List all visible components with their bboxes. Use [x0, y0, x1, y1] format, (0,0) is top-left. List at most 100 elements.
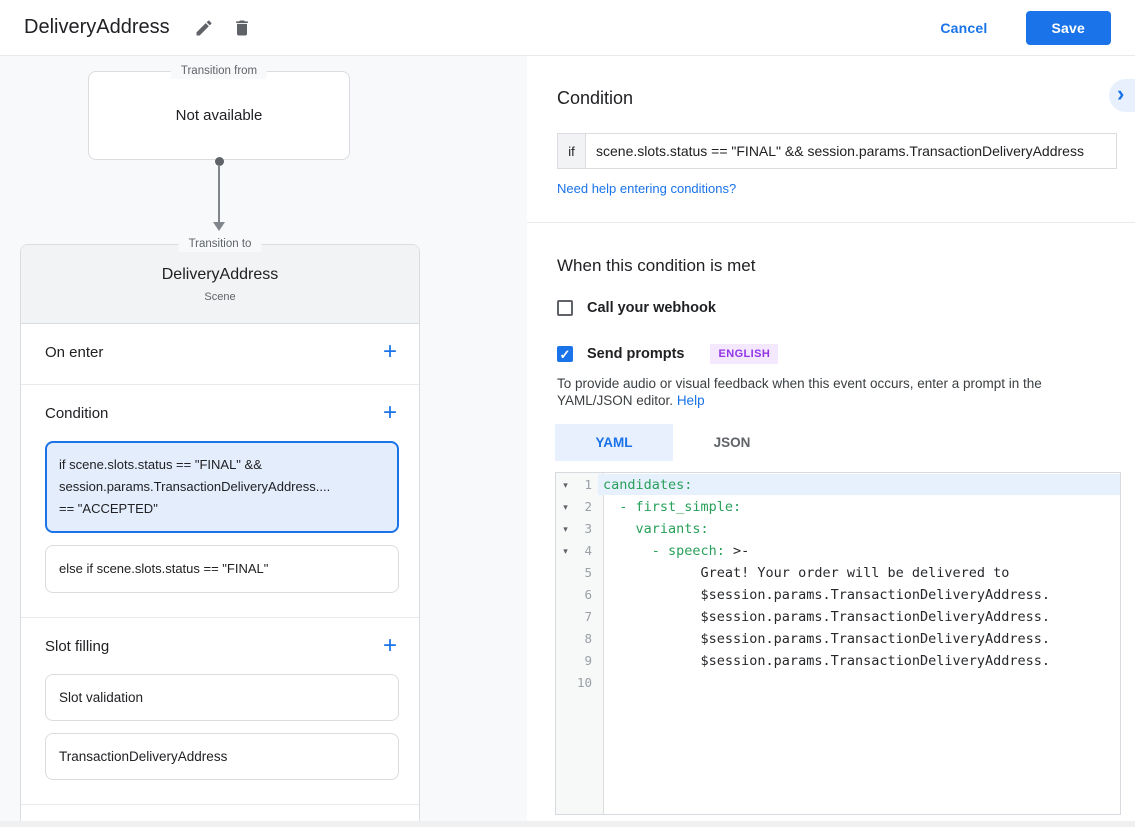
section-on-enter: On enter + — [21, 324, 419, 385]
delete-scene-button[interactable] — [232, 18, 252, 38]
cancel-button[interactable]: Cancel — [940, 19, 988, 36]
condition-expression-input[interactable] — [585, 133, 1117, 169]
line-number: 10 — [576, 675, 592, 690]
transition-from-value: Not available — [175, 107, 263, 124]
code-text: Great! Your order will be delivered to — [603, 565, 1010, 581]
slot-filling-label: Slot filling — [45, 637, 110, 655]
webhook-label: Call your webhook — [587, 300, 716, 316]
code-text: $session.params.TransactionDeliveryAddre… — [603, 587, 1051, 603]
when-condition-met-title: When this condition is met — [557, 256, 756, 275]
condition-card[interactable]: else if scene.slots.status == "FINAL" — [45, 545, 399, 593]
condition-card[interactable]: if scene.slots.status == "FINAL" &&sessi… — [45, 441, 399, 533]
transition-from-label: Transition from — [170, 64, 268, 79]
transition-from-box: Transition from Not available — [88, 64, 350, 160]
tab-json[interactable]: JSON — [713, 435, 751, 450]
call-webhook-row[interactable]: Call your webhook — [557, 300, 1135, 316]
fold-gutter-spacer — [556, 672, 575, 693]
bottom-edge-strip — [0, 821, 1135, 827]
line-number: 8 — [584, 631, 592, 646]
fold-toggle-icon[interactable]: ▾ — [563, 546, 568, 556]
editor-line[interactable]: 5 Great! Your order will be delivered to — [556, 561, 1120, 583]
line-number: 6 — [584, 587, 592, 602]
edit-scene-button[interactable] — [194, 18, 214, 38]
fold-gutter-spacer — [556, 650, 575, 671]
connector-dot — [215, 157, 224, 166]
send-prompts-checkbox[interactable]: ✓ — [557, 346, 573, 362]
fold-toggle-icon[interactable]: ▾ — [563, 524, 568, 534]
scene-type: Scene — [204, 290, 236, 303]
panel-title: Condition — [557, 88, 634, 108]
tab-yaml[interactable]: YAML — [555, 424, 673, 461]
code-text: $session.params.TransactionDeliveryAddre… — [603, 653, 1051, 669]
condition-card-text: else if scene.slots.status == "FINAL" — [59, 561, 269, 576]
expand-panel-button[interactable]: › — [1109, 79, 1135, 112]
slot-card[interactable]: Slot validation — [45, 674, 399, 721]
editor-line[interactable]: ▾ 1 candidates: — [556, 473, 1120, 495]
code-text: variants: — [603, 521, 709, 537]
code-text: - speech: >- — [603, 543, 750, 559]
yaml-code-editor[interactable]: ▾ 1 candidates: ▾ 2 - first_simple: ▾ 3 varian… — [555, 472, 1121, 815]
line-number: 3 — [584, 521, 592, 536]
fold-gutter-spacer — [556, 562, 575, 583]
prompt-description-text: To provide audio or visual feedback when… — [557, 376, 1042, 408]
on-enter-label: On enter — [45, 343, 104, 361]
save-button[interactable]: Save — [1025, 10, 1111, 45]
add-icon[interactable]: + — [382, 338, 397, 365]
chevron-right-icon: › — [1117, 81, 1125, 106]
condition-card-list: if scene.slots.status == "FINAL" &&sessi… — [45, 441, 399, 593]
prompt-description: To provide audio or visual feedback when… — [557, 375, 1105, 409]
code-text: $session.params.TransactionDeliveryAddre… — [603, 631, 1051, 647]
flow-diagram-panel: Transition from Not available Transition… — [0, 56, 527, 827]
check-icon: ✓ — [559, 346, 571, 362]
line-number: 4 — [584, 543, 592, 558]
scene-card: Transition to DeliveryAddress Scene On e… — [20, 237, 420, 827]
send-prompts-label: Send prompts — [587, 346, 685, 362]
add-icon[interactable]: + — [382, 399, 397, 426]
fold-gutter-spacer — [556, 628, 575, 649]
editor-line[interactable]: 9 $session.params.TransactionDeliveryAdd… — [556, 649, 1120, 671]
scene-card-header[interactable]: DeliveryAddress Scene — [21, 245, 419, 324]
fold-toggle-icon[interactable]: ▾ — [563, 502, 568, 512]
condition-label: Condition — [45, 404, 109, 422]
line-number: 2 — [584, 499, 592, 514]
slot-card[interactable]: TransactionDeliveryAddress — [45, 733, 399, 780]
language-badge: ENGLISH — [710, 344, 779, 364]
code-text: candidates: — [598, 474, 1120, 495]
pencil-icon — [196, 19, 212, 35]
app-header: DeliveryAddress Cancel Save — [0, 0, 1135, 56]
section-divider — [527, 222, 1135, 223]
scene-name: DeliveryAddress — [161, 265, 279, 283]
transition-to-label: Transition to — [178, 237, 262, 252]
code-text — [598, 672, 1120, 693]
condition-help-link[interactable]: Need help entering conditions? — [557, 181, 737, 196]
connector-line — [218, 165, 220, 223]
page-title: DeliveryAddress — [24, 16, 170, 38]
fold-toggle-icon[interactable]: ▾ — [563, 480, 568, 490]
editor-line[interactable]: 7 $session.params.TransactionDeliveryAdd… — [556, 605, 1120, 627]
editor-line[interactable]: ▾ 2 - first_simple: — [556, 495, 1120, 517]
line-number: 7 — [584, 609, 592, 624]
line-number: 9 — [584, 653, 592, 668]
code-text: - first_simple: — [603, 499, 742, 515]
code-text: $session.params.TransactionDeliveryAddre… — [603, 609, 1051, 625]
editor-line[interactable]: 6 $session.params.TransactionDeliveryAdd… — [556, 583, 1120, 605]
line-number: 5 — [584, 565, 592, 580]
editor-line[interactable]: 8 $session.params.TransactionDeliveryAdd… — [556, 627, 1120, 649]
editor-line[interactable]: ▾ 3 variants: — [556, 517, 1120, 539]
add-icon[interactable]: + — [382, 632, 397, 659]
condition-expression-row: if — [557, 133, 1117, 169]
if-prefix-label: if — [557, 133, 585, 169]
editor-line[interactable]: 10 — [556, 671, 1120, 693]
condition-card-text: if scene.slots.status == "FINAL" && — [59, 457, 262, 472]
editor-line[interactable]: ▾ 4 - speech: >- — [556, 539, 1120, 561]
line-number: 1 — [584, 477, 592, 492]
webhook-checkbox[interactable] — [557, 300, 573, 316]
trash-icon — [235, 20, 248, 35]
section-condition: Condition + if scene.slots.status == "FI… — [21, 385, 419, 618]
fold-gutter-spacer — [556, 606, 575, 627]
help-link[interactable]: Help — [676, 393, 705, 408]
send-prompts-row[interactable]: ✓ Send prompts ENGLISH — [557, 344, 1135, 364]
fold-gutter-spacer — [556, 584, 575, 605]
